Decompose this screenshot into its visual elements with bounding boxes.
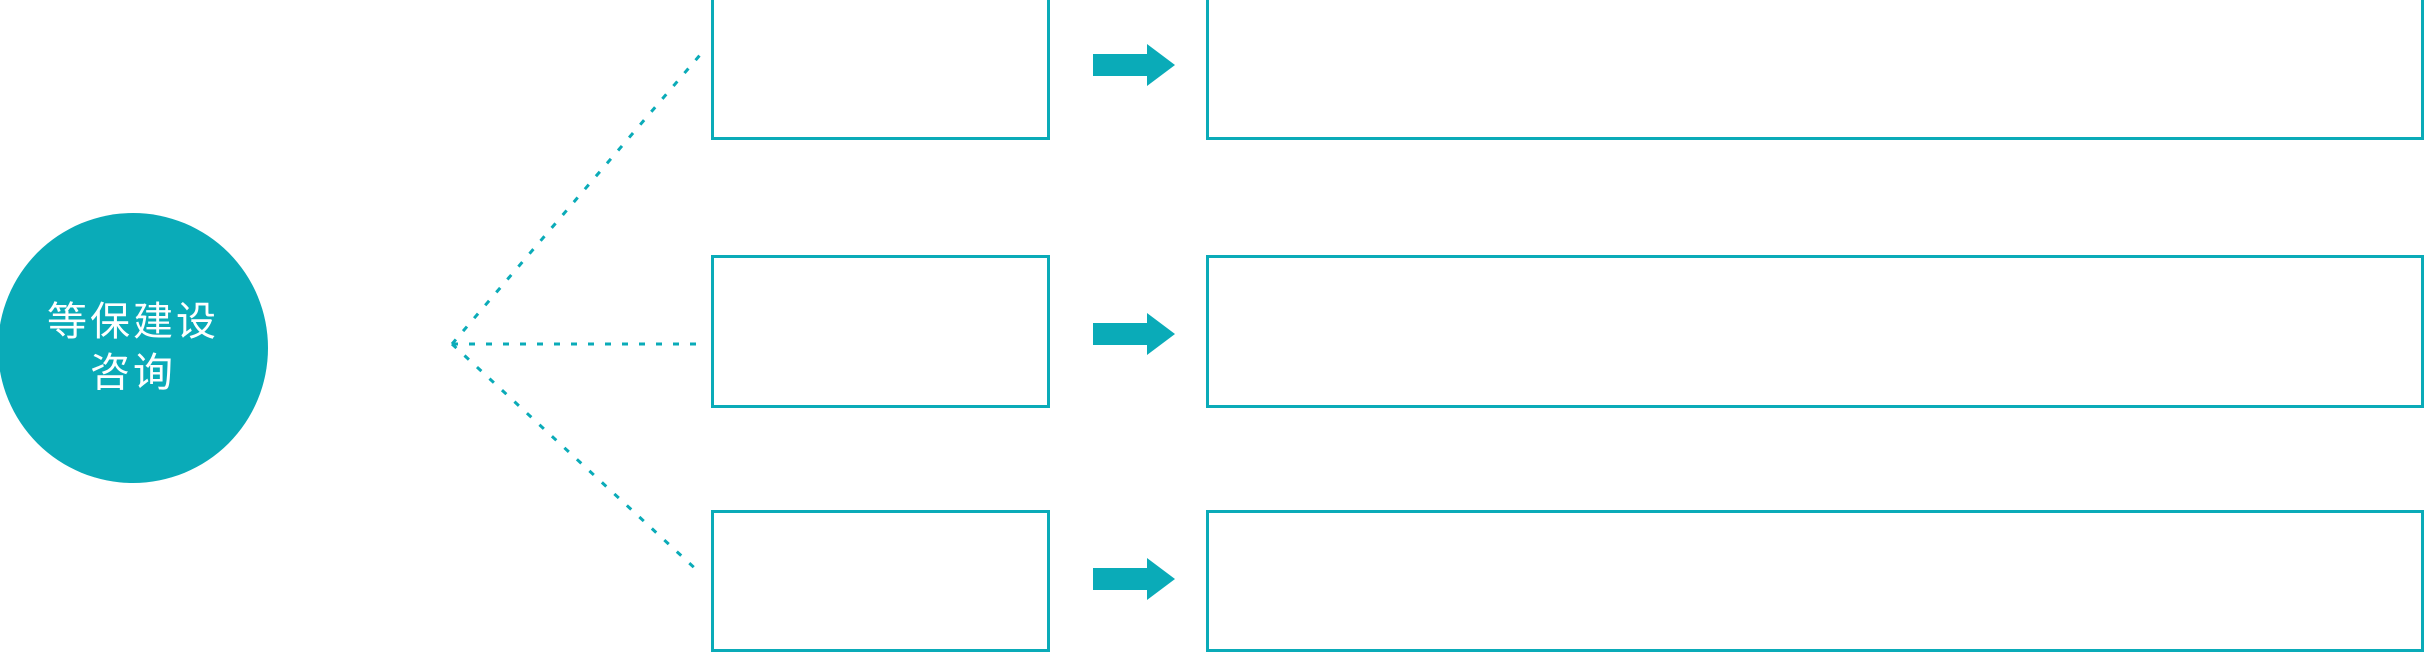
- detail-box-3[interactable]: [1206, 510, 2424, 652]
- stage-box-2[interactable]: [711, 255, 1050, 408]
- arrow-right-icon-2: [1093, 313, 1175, 355]
- stage-box-3[interactable]: [711, 510, 1050, 652]
- hub-circle[interactable]: 等保建设 咨询: [0, 213, 268, 483]
- arrow-right-icon-1: [1093, 44, 1175, 86]
- arrow-right-icon-3: [1093, 558, 1175, 600]
- detail-box-2[interactable]: [1206, 255, 2424, 408]
- stage-box-1[interactable]: [711, 0, 1050, 140]
- detail-box-1[interactable]: [1206, 0, 2424, 140]
- hub-label: 等保建设 咨询: [47, 299, 219, 395]
